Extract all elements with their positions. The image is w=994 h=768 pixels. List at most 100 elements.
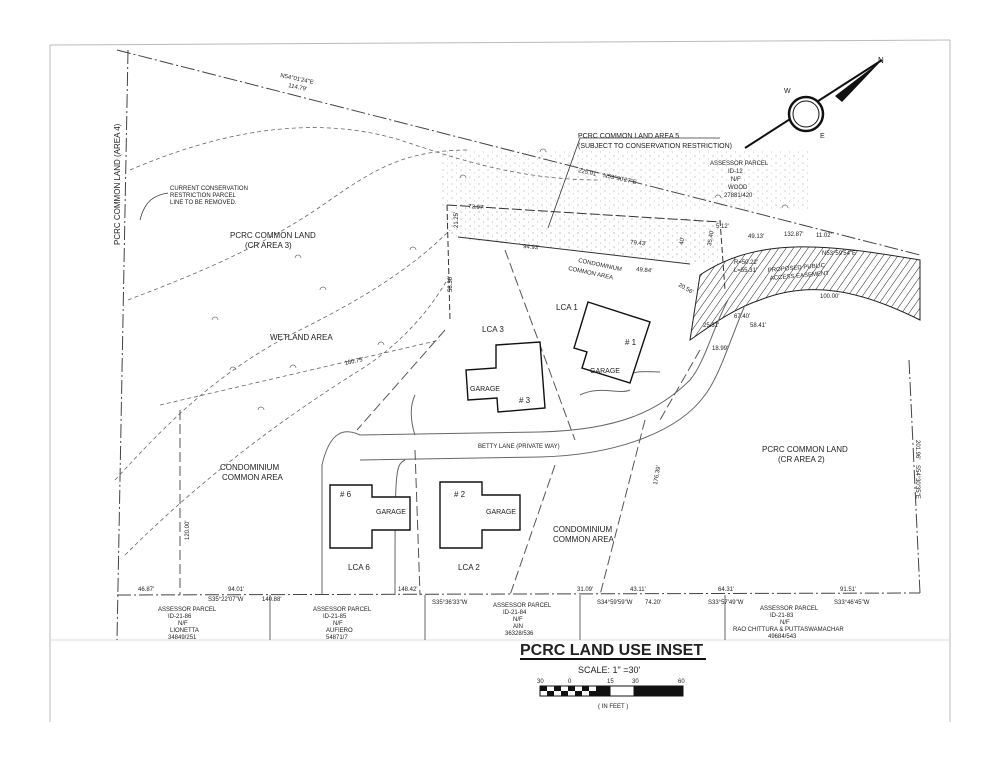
scale-tick-1: 0 <box>568 679 572 685</box>
dim-s33-57: S33°57'49"W <box>708 600 744 606</box>
title-block: PCRC LAND USE INSET SCALE: 1" =30' <box>520 642 706 675</box>
dim-d114: 114.79' <box>288 83 308 93</box>
scale-seg-7 <box>582 686 589 691</box>
tree-symbols <box>211 148 789 411</box>
dim-s33-46: S33°46'45"W <box>834 600 870 606</box>
abutter-86: ASSESSOR PARCEL ID-21-86 N/F LIONETTA 34… <box>158 607 217 641</box>
dim-d79: 79.43' <box>630 240 647 247</box>
dim-d58: 58.41' <box>750 323 766 329</box>
dim-d25: 25.31' <box>703 323 719 329</box>
label-area3-2: (CR AREA 3) <box>245 241 292 250</box>
conservation-note-1: CURRENT CONSERVATION <box>170 186 248 192</box>
sheet-edges <box>49 39 951 722</box>
dim-l55: L=55.31' <box>734 268 757 274</box>
abutter-lines <box>269 595 726 640</box>
dim-d94: 94.93' <box>523 244 540 251</box>
ap86-line-3: LIONETTA <box>170 628 199 634</box>
scale-text: SCALE: 1" =30' <box>578 665 640 675</box>
label-condo-right-1: CONDOMINIUM <box>553 525 612 534</box>
label-garage-1: GARAGE <box>590 368 620 375</box>
betty-lane-road <box>321 299 746 596</box>
dim-d225: 225.01' <box>578 168 598 178</box>
area5-lines <box>446 137 726 321</box>
ap83-line-3: RAO CHITTURA & PUTTASWAMACHAR <box>733 627 844 633</box>
ap83-line-2: N/F <box>780 620 790 626</box>
dim-s34: S34°59'59"W <box>597 600 633 606</box>
building-unit-1 <box>573 301 651 384</box>
dim-d148: 148.42' <box>398 587 418 593</box>
dim-s54: S54°30'35"E <box>914 465 920 499</box>
conservation-leader <box>139 192 169 221</box>
ap83-line-1: ID-21-83 <box>770 613 794 619</box>
dim-d180: 180.75' <box>344 357 364 367</box>
label-ap12-3: N/F <box>731 177 741 183</box>
dim-d20: 20.56' <box>677 283 694 296</box>
ap84-line-1: ID-21-84 <box>503 610 527 616</box>
area5-band <box>447 205 720 265</box>
label-condo-left-2: COMMON AREA <box>222 473 284 482</box>
scale-tick-0: 30 <box>537 679 544 685</box>
scale-tick-3: 30 <box>632 679 639 685</box>
dim-d49a: 49.84' <box>636 267 653 274</box>
dim-d18: 18.99' <box>712 346 728 352</box>
scale-seg-3 <box>554 686 561 691</box>
scale-tick-2: 15 <box>607 679 614 685</box>
west-label: W <box>784 88 791 95</box>
plan-title: PCRC LAND USE INSET <box>520 642 703 659</box>
label-area3-1: PCRC COMMON LAND <box>230 231 316 240</box>
easement-hatch <box>689 246 921 342</box>
label-lca1: LCA 1 <box>556 303 578 312</box>
dim-d120: 120.00' <box>185 521 191 541</box>
dim-d11: 11.02' <box>816 233 832 239</box>
label-easement-2: ACCESS EASEMENT <box>770 271 830 282</box>
scale-seg-6 <box>575 691 582 696</box>
dim-d91: 91.51' <box>840 587 856 593</box>
label-area5-1: PCRC COMMON LAND AREA 5 <box>578 133 679 140</box>
dim-d72: 72.97' <box>468 204 485 211</box>
scale-unit: ( IN FEET ) <box>598 704 628 710</box>
label-condo-left-1: CONDOMINIUM <box>220 463 279 472</box>
dim-d5: 5.12' <box>716 224 729 230</box>
label-garage-6: GARAGE <box>376 509 406 516</box>
scale-seg-4 <box>561 691 568 696</box>
dim-d40: 40' <box>679 237 686 246</box>
label-lca6: LCA 6 <box>348 563 370 572</box>
dim-d64: 64.31' <box>718 587 734 593</box>
dim-d58b: 58.36' <box>448 276 454 292</box>
dim-d43: 43.11' <box>630 587 646 593</box>
label-cr2-1: PCRC COMMON LAND <box>762 445 848 454</box>
conservation-note-3: LINE TO BE REMOVED. <box>170 200 237 206</box>
abutter-84: ASSESSOR PARCEL ID-21-84 N/F AIN 36328/5… <box>493 603 552 637</box>
ap85-line-0: ASSESSOR PARCEL <box>313 607 372 613</box>
dim-d49b: 49.13' <box>748 234 764 240</box>
north-label: N <box>878 56 884 65</box>
dim-d201: 201.96' <box>914 440 920 460</box>
label-cr2-2: (CR AREA 2) <box>778 455 825 464</box>
building-unit-3 <box>465 341 546 413</box>
dim-r50: R=50.22' <box>734 260 758 266</box>
scale-seg-10 <box>609 685 635 697</box>
dim-d74: 74.20' <box>645 600 661 606</box>
label-easement-1: PROPOSED PUBLIC <box>768 263 826 274</box>
conservation-note-2: RESTRICTION PARCEL <box>170 193 237 199</box>
dim-d176: 176.39' <box>653 465 662 485</box>
ap85-line-1: ID-21-85 <box>323 614 347 620</box>
scale-tick-4: 60 <box>678 679 685 685</box>
label-ap12-5: 27881/420 <box>724 193 753 199</box>
ap83-line-4: 49684/543 <box>768 634 797 640</box>
dim-s35-36: S35°36'33"W <box>432 600 468 606</box>
label-garage-2: GARAGE <box>486 509 516 516</box>
wetland-stipple <box>440 150 810 210</box>
ap85-line-3: AUFIERO <box>326 628 353 634</box>
label-area4: PCRC COMMON LAND (AREA 4) <box>113 123 122 245</box>
abutter-83: ASSESSOR PARCEL ID-21-83 N/F RAO CHITTUR… <box>733 606 844 640</box>
abutter-85: ASSESSOR PARCEL ID-21-85 N/F AUFIERO 548… <box>313 607 372 641</box>
label-area5-2: (SUBJECT TO CONSERVATION RESTRICTION) <box>578 143 732 150</box>
label-unit1: # 1 <box>625 338 637 347</box>
ap85-line-2: N/F <box>333 621 343 627</box>
dim-d67: 67.40' <box>734 314 750 320</box>
ap84-line-2: N/F <box>513 617 523 623</box>
label-lca3: LCA 3 <box>482 325 504 334</box>
north-arrow-head <box>835 60 882 102</box>
east-label: E <box>820 133 825 140</box>
